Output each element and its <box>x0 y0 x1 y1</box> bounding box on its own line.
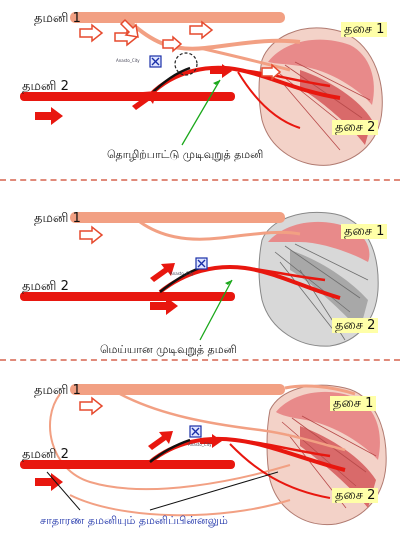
anastomosis-circle <box>174 52 198 76</box>
muscle-2-label: தசை 2 <box>332 488 379 503</box>
muscle-1-label: தசை 1 <box>341 224 388 239</box>
pointer-line <box>181 79 221 146</box>
panel-2-diagram <box>20 211 379 347</box>
panel-normal-artery-anastomosis: தமனி 1 தமனி 2 தசை 1 தசை 2 Anasto_City சா… <box>0 360 400 537</box>
muscle-2-label: தசை 2 <box>332 120 379 135</box>
muscle-1-label: தசை 1 <box>341 22 388 37</box>
panel-true-end-artery: தமனி 1 தமனி 2 தசை 1 தசை 2 Anasto_City மெ… <box>0 180 400 358</box>
panel-divider <box>0 179 400 181</box>
artery-1-bar <box>70 12 285 23</box>
flow-arrows-outline <box>79 396 104 416</box>
artery-2-bar <box>20 292 235 301</box>
artery-2-bar <box>20 460 235 469</box>
panel-caption: சாதாரண தமனியும் தமனிப்பின்னலும் <box>40 514 228 527</box>
panel-functional-end-artery: தமனி 1 தமனி 2 தசை 1 தசை 2 Anasto_City தொ… <box>0 0 400 178</box>
artery-2-bar <box>20 92 235 101</box>
panel-1-diagram <box>20 12 383 166</box>
artery-1-label: தமனி 1 <box>34 383 81 398</box>
artery-2-label: தமனி 2 <box>22 79 69 94</box>
muscle-2-label: தசை 2 <box>332 318 379 333</box>
artery-2-label: தமனி 2 <box>22 447 69 462</box>
anastomosis-label: Anasto_City <box>170 271 194 276</box>
flow-arrows-solid <box>35 431 222 491</box>
pointer-line <box>199 279 233 341</box>
flow-arrows-outline <box>79 18 282 81</box>
artery-1-label: தமனி 1 <box>34 11 81 26</box>
muscle-1-label: தசை 1 <box>330 396 377 411</box>
artery-2-label: தமனி 2 <box>22 279 69 294</box>
pointer-line <box>149 471 279 511</box>
panel-divider <box>0 359 400 361</box>
artery-1-bar <box>70 212 285 223</box>
flow-arrows-solid <box>35 64 232 125</box>
panel-caption: மெய்யான முடிவுறுத் தமனி <box>100 343 237 356</box>
pointer-line <box>46 471 81 511</box>
anastomosis-label: Anasto_City <box>188 442 212 447</box>
artery-1-label: தமனி 1 <box>34 211 81 226</box>
flow-arrows-outline <box>79 225 104 245</box>
flow-arrows-solid <box>150 263 178 315</box>
muscle-illustration <box>258 27 383 166</box>
panel-caption: தொழிற்பாட்டு முடிவுறுத் தமனி <box>107 148 264 161</box>
anastomosis-label: Anasto_City <box>116 58 140 63</box>
artery-1-bar <box>70 384 285 395</box>
